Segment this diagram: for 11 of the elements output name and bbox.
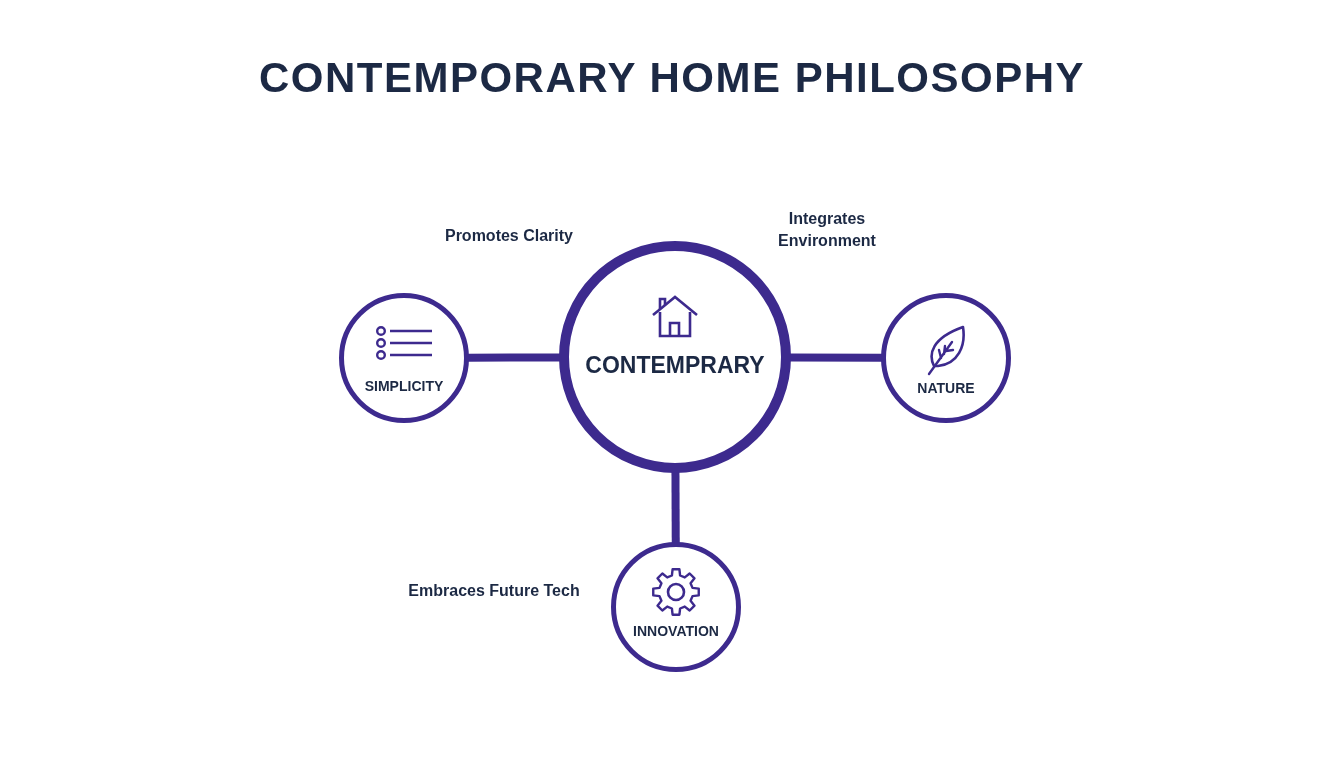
connector-line <box>790 353 882 362</box>
annotation: Embraces Future Tech <box>407 581 581 601</box>
node-label: NATURE <box>917 381 975 397</box>
node-label: INNOVATION <box>633 624 719 640</box>
node-label: SIMPLICITY <box>364 379 444 395</box>
title: CONTEMPORARY HOME PHILOSOPHY <box>258 53 1086 103</box>
node-label: CONTEMPRARY <box>585 353 765 379</box>
connector-line <box>671 472 680 543</box>
connector-line <box>468 353 560 362</box>
annotation: Promotes Clarity <box>443 226 574 246</box>
annotation: Integrates Environment <box>777 209 877 251</box>
